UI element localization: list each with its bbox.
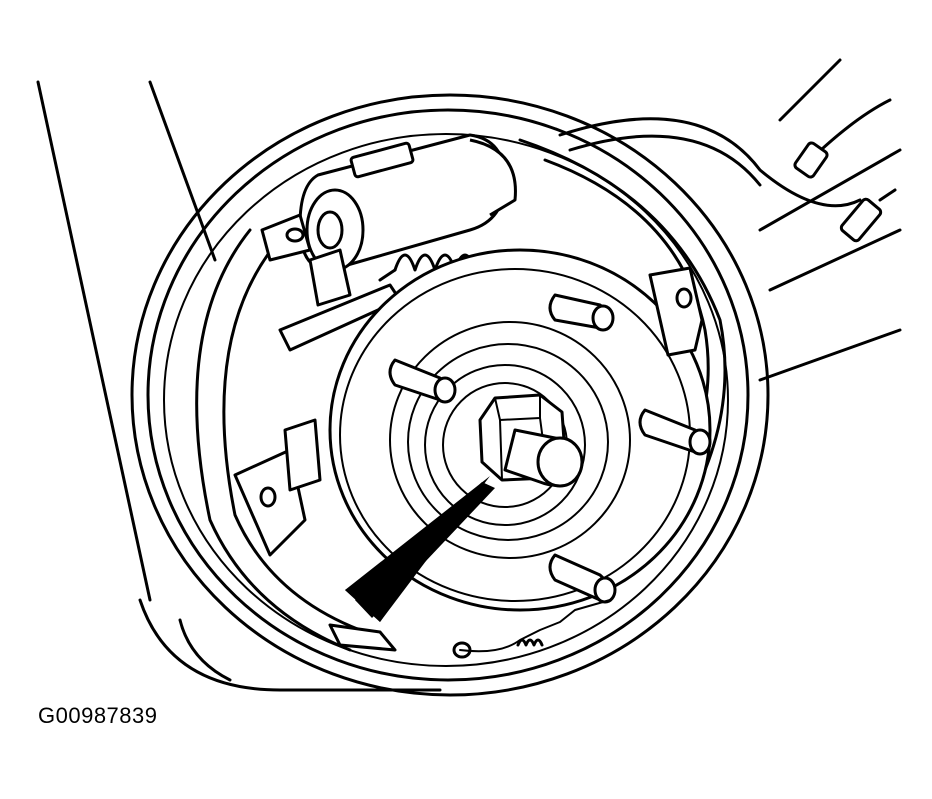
vehicle-frame-lines — [36, 58, 902, 602]
figure-id-label: G00987839 — [38, 703, 158, 728]
anchor-bracket — [233, 266, 704, 557]
wheel-stud — [388, 358, 457, 404]
brake-line — [558, 117, 897, 243]
wheel-cylinder — [260, 133, 517, 272]
spindle — [503, 428, 584, 488]
wheel-stud — [548, 293, 615, 332]
wheel-stud — [548, 553, 617, 604]
backing-plate — [130, 93, 770, 697]
arrow-indicator — [345, 476, 495, 622]
wheel-studs — [388, 293, 712, 604]
parking-brake-cable — [328, 599, 611, 659]
wheel-stud — [638, 408, 712, 456]
